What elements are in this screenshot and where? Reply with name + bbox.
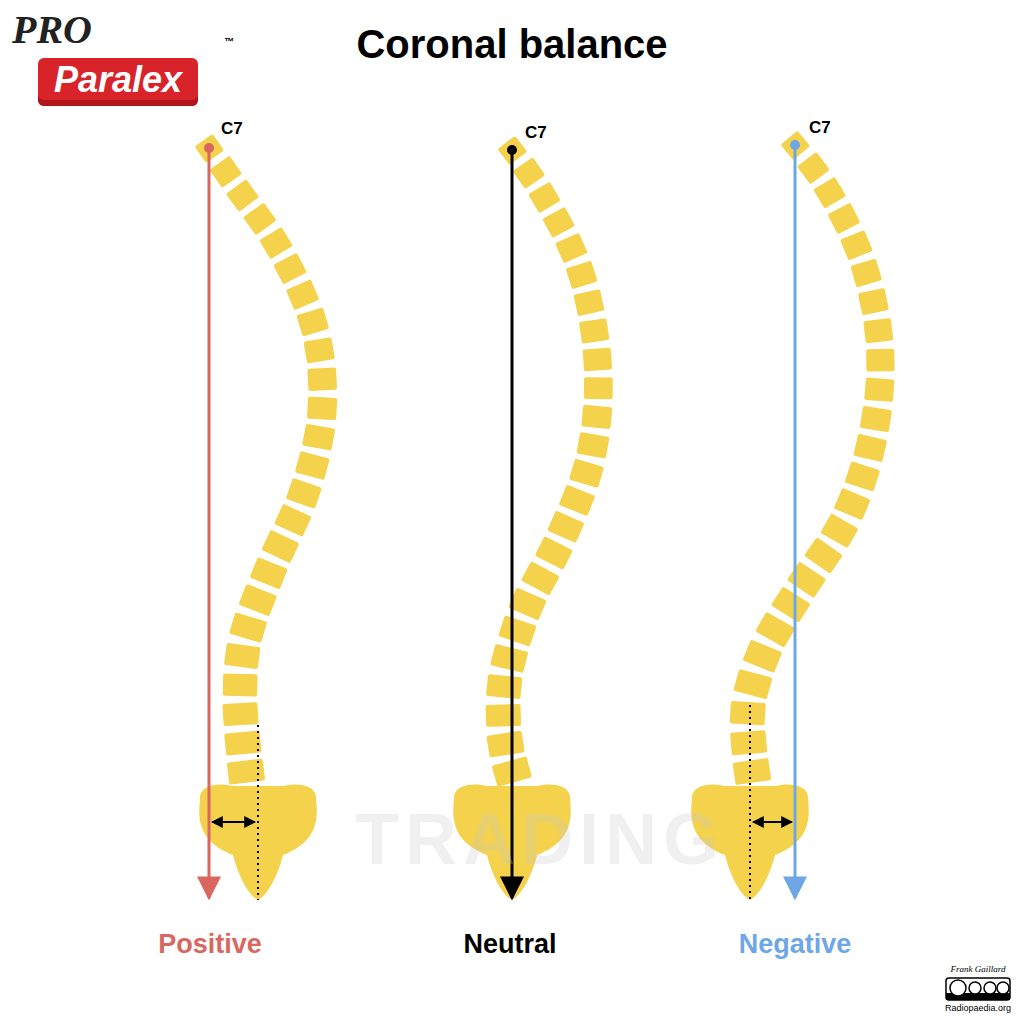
vertebra-label: C7 [809,119,831,138]
vertebra [273,253,307,285]
plumb-line [208,148,211,898]
vertebra [286,478,322,509]
vertebra [222,702,258,726]
vertebra [307,396,337,420]
vertebra [771,586,811,623]
spine [691,131,894,900]
vertebra [840,230,873,261]
balance-label: Neutral [463,930,556,960]
c7-dot [507,145,517,155]
vertebra [864,377,894,402]
vertebra [513,157,546,189]
vertebra [834,488,871,521]
vertebra [486,674,522,699]
vertebra [733,669,772,700]
vertebra [304,337,335,363]
vertebra [209,156,242,188]
vertebra [566,261,598,290]
vertebra [226,179,259,212]
vertebra [490,644,528,673]
author-credit: Frank Gaillard [951,965,1006,975]
vertebra-label: C7 [525,124,547,143]
vertebra [579,318,610,344]
vertebra [863,318,893,344]
diagram-title: Coronal balance [356,22,667,66]
balance-label: Negative [739,930,852,960]
vertebra [528,182,561,214]
vertebra [804,537,843,574]
c7-dot [204,143,214,153]
license-badge [946,978,1010,1000]
vertebra [584,377,613,399]
vertebra [250,557,288,590]
vertebra [259,227,293,259]
vertebra-label: C7 [221,120,243,139]
vertebra [827,203,860,235]
vertebra [542,207,575,238]
vertebra [555,233,588,264]
vertebra [813,177,846,209]
vertebra [581,405,612,429]
vertebra [227,758,265,784]
vertebra [486,704,522,727]
vertebra [508,587,547,620]
watermark: TRADING [355,800,725,879]
vertebra [296,307,329,336]
vertebra [866,349,895,372]
vertebra [295,451,330,480]
logo-script: PRO [12,8,92,52]
c7-dot [790,140,800,150]
vertebra [845,461,881,492]
csvl-line [749,705,751,900]
vertebra [569,459,604,489]
vertebra [547,511,584,544]
vertebra [576,432,609,459]
offset-arrow [753,821,792,823]
plumb-line [511,150,514,898]
source-credit: Radiopaedia.org [945,1004,1011,1014]
logo-box: PROParalex [38,58,198,106]
vertebra [238,584,277,617]
vertebra [853,434,887,463]
vertebra [535,536,573,570]
vertebra [730,701,766,726]
vertebra [583,348,613,372]
vertebra [229,612,267,643]
vertebra [261,530,299,564]
vertebra [797,152,830,185]
vertebra [302,424,335,451]
vertebra [486,731,524,758]
vertebra [243,202,277,235]
plumb-line [794,145,797,898]
vertebra [755,612,795,648]
vertebra [820,513,858,548]
vertebra [521,561,560,596]
vertebra [733,758,772,785]
csvl-line [257,725,259,900]
spine [453,136,613,900]
vertebra [286,279,320,310]
vertebra [498,615,537,646]
vertebra [860,406,892,433]
trademark: ™ [224,36,234,47]
vertebra [224,643,261,669]
vertebra [850,259,882,288]
vertebra [223,674,258,697]
vertebra [730,730,767,755]
vertebra [787,561,826,598]
vertebra [274,504,312,537]
vertebra [858,288,889,316]
vertebra [559,485,596,517]
offset-arrow [212,821,255,823]
logo-word: Paralex [38,58,198,106]
vertebra [742,640,782,673]
spine [195,134,338,900]
vertebra [573,289,604,316]
vertebra [307,368,337,391]
balance-label: Positive [158,930,262,960]
vertebra [224,730,261,755]
